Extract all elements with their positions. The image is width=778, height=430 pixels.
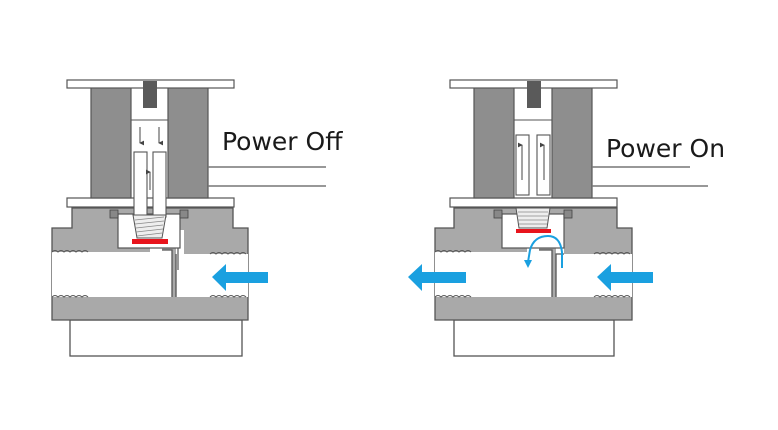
valve-power-on: Power On	[408, 79, 725, 357]
power-on-label: Power On	[606, 134, 725, 163]
flow-arrow-icon	[212, 264, 268, 291]
outlet-channel	[52, 247, 172, 297]
coil-right	[167, 86, 209, 199]
flow-arrow-outlet-icon	[408, 264, 466, 291]
lower-plate	[66, 197, 235, 208]
coil-left	[473, 86, 515, 199]
seal-open	[516, 229, 551, 233]
fixed-core	[143, 81, 157, 108]
coil-left	[90, 86, 132, 199]
valve-power-off: Power Off	[51, 79, 343, 357]
valve-base	[453, 319, 615, 357]
fixed-core	[527, 81, 541, 108]
power-off-label: Power Off	[222, 127, 343, 156]
coil-right	[551, 86, 593, 199]
valve-base	[69, 319, 243, 357]
lower-plate	[449, 197, 618, 208]
curved-flow-arrow-icon	[527, 234, 563, 268]
flow-arrow-inlet-icon	[597, 264, 653, 291]
outlet-channel	[435, 247, 552, 297]
seal-closed	[132, 239, 168, 244]
